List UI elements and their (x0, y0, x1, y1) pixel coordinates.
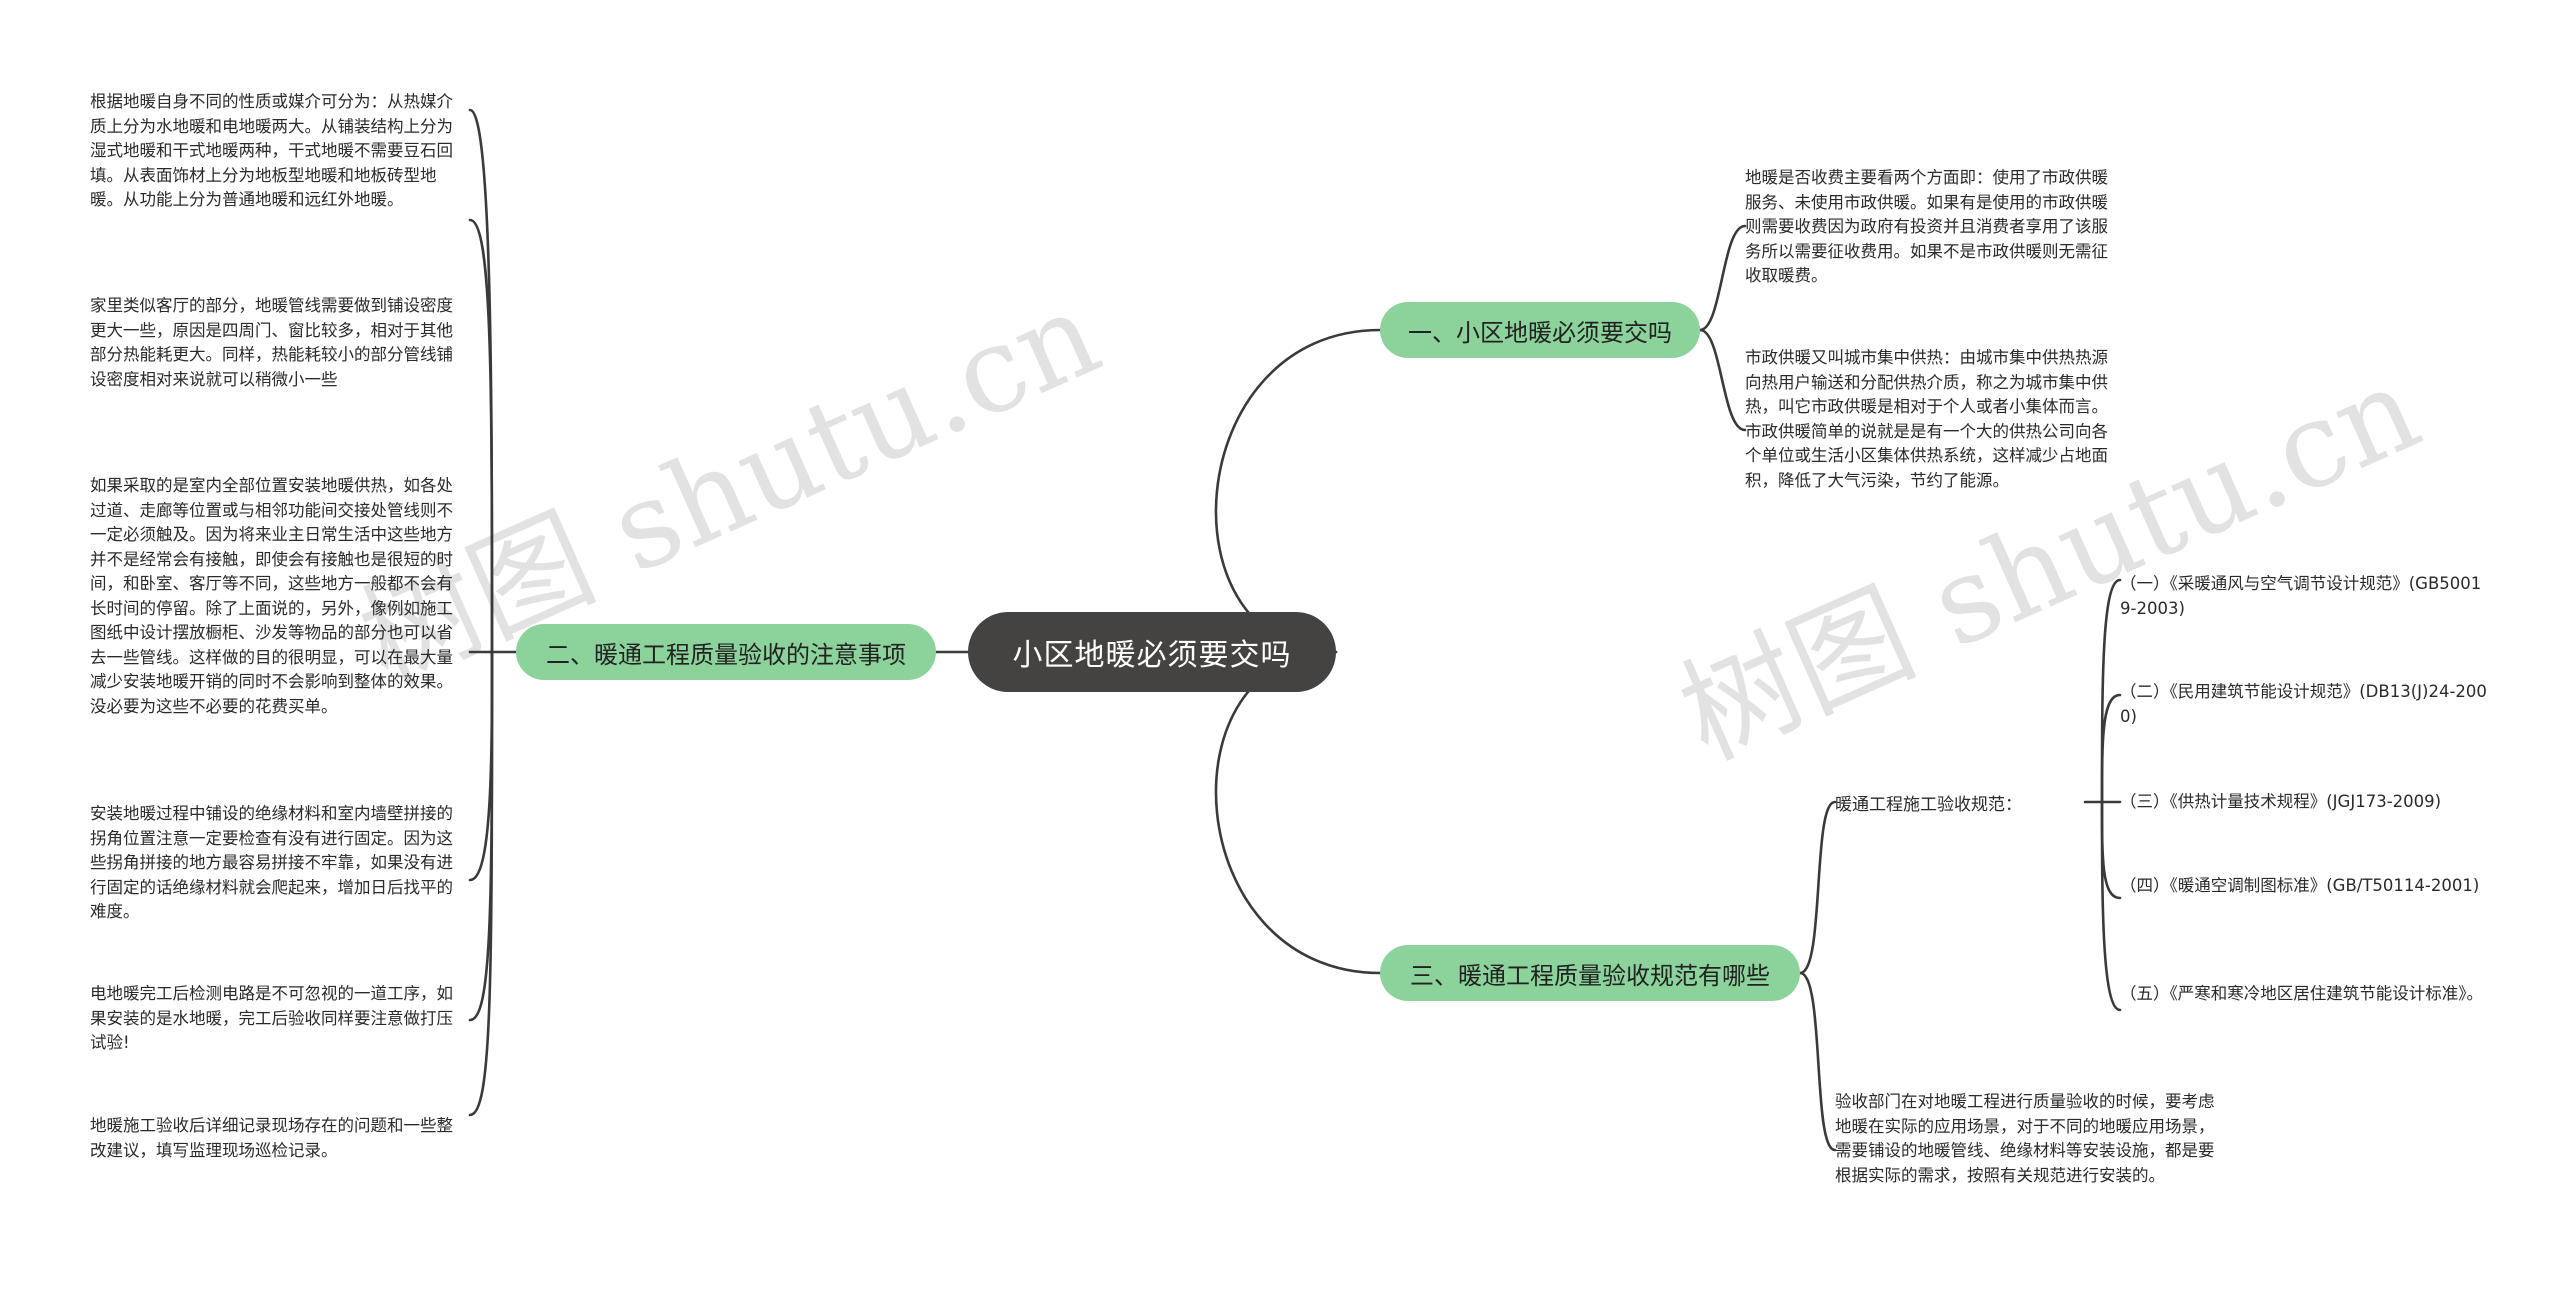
branch-2-leaf-4: 安装地暖过程中铺设的绝缘材料和室内墙壁拼接的拐角位置注意一定要检查有没有进行固定… (90, 804, 453, 921)
branch-3-spec-3: （三）《供热计量技术规程》(JGJ173-2009) (2120, 792, 2442, 811)
branch-1-topic[interactable]: 一、小区地暖必须要交吗 (1380, 302, 1700, 358)
branch-2-leaf-1: 根据地暖自身不同的性质或媒介可分为：从热媒介质上分为水地暖和电地暖两大。从铺装结… (90, 92, 453, 209)
branch-1-leaf-1: 地暖是否收费主要看两个方面即：使用了市政供暖服务、未使用市政供暖。如果有是使用的… (1745, 168, 2108, 285)
branch-2-leaf-3: 如果采取的是室内全部位置安装地暖供热，如各处过道、走廊等位置或与相邻功能间交接处… (90, 476, 453, 716)
branch-3-sub-label: 暖通工程施工验收规范： (1835, 795, 2022, 815)
branch-3-topic[interactable]: 三、暖通工程质量验收规范有哪些 (1380, 945, 1800, 1001)
branch-3-leaf-1: 验收部门在对地暖工程进行质量验收的时候，要考虑地暖在实际的应用场景，对于不同的地… (1835, 1092, 2215, 1185)
branch-2-topic[interactable]: 二、暖通工程质量验收的注意事项 (516, 624, 936, 680)
branch-1-leaf-2: 市政供暖又叫城市集中供热：由城市集中供热热源向热用户输送和分配供热介质，称之为城… (1745, 348, 2108, 490)
branch-3-spec-4: （四）《暖通空调制图标准》(GB/T50114-2001) (2120, 876, 2480, 895)
branch-3-spec-5: （五）《严寒和寒冷地区居住建筑节能设计标准》。 (2120, 984, 2483, 1003)
root-topic[interactable]: 小区地暖必须要交吗 (968, 612, 1336, 692)
branch-2-leaf-2: 家里类似客厅的部分，地暖管线需要做到铺设密度更大一些，原因是四周门、窗比较多，相… (90, 296, 453, 389)
branch-3-spec-1: （一）《采暖通风与空气调节设计规范》(GB50019-2003) (2120, 574, 2482, 618)
branch-2-leaf-5: 电地暖完工后检测电路是不可忽视的一道工序，如果安装的是水地暖，完工后验收同样要注… (90, 984, 453, 1052)
branch-3-spec-2: （二）《民用建筑节能设计规范》(DB13(J)24-2000) (2120, 682, 2487, 726)
branch-2-leaf-6: 地暖施工验收后详细记录现场存在的问题和一些整改建议，填写监理现场巡检记录。 (90, 1116, 453, 1160)
